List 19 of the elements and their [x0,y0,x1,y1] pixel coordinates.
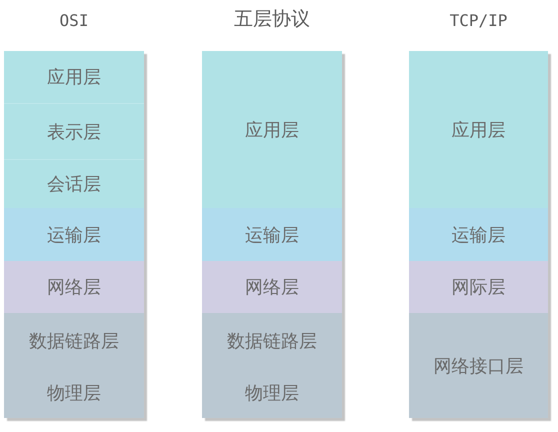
layer-box: 应用层 [409,51,548,208]
layer-box: 运输层 [202,208,342,261]
layer-box: 应用层 [4,51,144,103]
layer-box: 网络接口层 [409,313,548,418]
layer-box: 数据链路层 [4,313,144,368]
layer-box: 网络层 [202,261,342,313]
layer-box: 物理层 [202,368,342,418]
column-heading: TCP/IP [450,11,508,30]
layer-box: 运输层 [409,208,548,261]
layer-box: 网际层 [409,261,548,313]
layer-box: 物理层 [4,368,144,418]
layer-box: 表示层 [4,103,144,159]
layer-box: 网络层 [4,261,144,313]
layer-box: 运输层 [4,208,144,261]
column-heading: OSI [60,11,88,30]
layer-box: 数据链路层 [202,313,342,368]
layer-box: 应用层 [202,51,342,208]
column-heading: 五层协议 [234,8,310,31]
layer-box: 会话层 [4,159,144,208]
